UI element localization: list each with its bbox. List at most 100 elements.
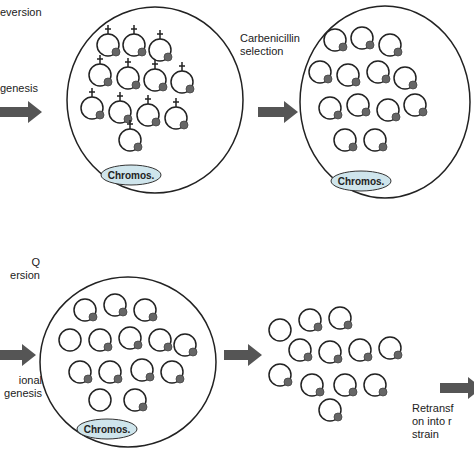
plasmid-marker: [152, 118, 160, 126]
plasmid-marker: [379, 388, 387, 396]
plasmid-ring: [329, 307, 351, 329]
plasmid-marker: [409, 81, 417, 89]
plasmid: [171, 62, 194, 93]
plasmid-ring: [149, 39, 171, 61]
plasmid-ring: [124, 389, 146, 411]
cell-outline: [300, 6, 470, 198]
plasmid-ring: [144, 69, 166, 91]
plasmid: [337, 64, 360, 86]
plasmid: [89, 55, 112, 86]
plasmid-ring: [269, 319, 291, 341]
plasmid-marker: [146, 373, 154, 381]
plasmid-ring: [404, 94, 426, 116]
plasmid: [379, 337, 402, 359]
mutation-tick: [131, 28, 137, 30]
process-arrow: [440, 377, 474, 399]
plasmid-ring: [364, 374, 386, 396]
plasmid: [161, 361, 184, 383]
mutation-tick: [117, 95, 123, 97]
plasmid: [134, 299, 157, 321]
chromosome-label: Chromos.: [108, 170, 155, 181]
cell-outline: [67, 7, 243, 193]
mutation-tick: [127, 123, 133, 125]
chromosome-shape: [331, 171, 391, 191]
plasmid-marker: [159, 83, 167, 91]
plasmid-marker: [349, 143, 357, 151]
plasmid: [364, 374, 387, 396]
plasmid: [119, 120, 142, 151]
mutation-tick: [125, 61, 131, 63]
plasmid-ring: [394, 67, 416, 89]
plasmid-marker: [132, 81, 140, 89]
plasmid-marker: [89, 313, 97, 321]
plasmid-marker: [134, 143, 142, 151]
plasmid: [377, 99, 400, 121]
plasmid-ring: [367, 61, 389, 83]
plasmid-marker: [349, 388, 357, 396]
step-label: Q ersion: [0, 256, 40, 282]
plasmid-ring: [364, 129, 386, 151]
plasmid: [329, 307, 352, 329]
plasmid: [124, 389, 147, 411]
plasmid: [59, 329, 81, 351]
plasmid: [119, 327, 142, 349]
plasmid-marker: [134, 341, 142, 349]
plasmid-ring: [324, 29, 346, 51]
plasmid-ring: [134, 299, 156, 321]
mutation-tick: [179, 65, 185, 67]
plasmid-marker: [104, 343, 112, 351]
plasmid-marker: [314, 323, 322, 331]
plasmid-ring: [104, 294, 126, 316]
plasmid: [334, 374, 357, 396]
plasmid-ring: [347, 94, 369, 116]
plasmid: [69, 361, 92, 383]
plasmid-ring: [99, 361, 121, 383]
plasmid-ring: [161, 361, 183, 383]
plasmid-marker: [419, 108, 427, 116]
plasmid-ring: [319, 341, 341, 363]
plasmid-marker: [164, 53, 172, 61]
plasmid: [81, 88, 104, 119]
chromosome-shape: [77, 419, 137, 439]
process-arrows: [0, 101, 474, 399]
plasmid: [174, 334, 197, 356]
plasmid: [394, 67, 417, 89]
plasmid: [347, 94, 370, 116]
plasmid: [131, 359, 154, 381]
plasmid-ring: [334, 129, 356, 151]
mutation-tick: [152, 63, 158, 65]
plasmid: [289, 339, 312, 361]
plasmid-ring: [289, 339, 311, 361]
plasmid-marker: [366, 41, 374, 49]
plasmid-marker: [392, 113, 400, 121]
plasmid-marker: [394, 48, 402, 56]
plasmid: [165, 98, 188, 129]
plasmid-ring: [171, 71, 193, 93]
plasmid-ring: [379, 337, 401, 359]
plasmid-marker: [96, 111, 104, 119]
plasmid: [99, 361, 122, 383]
plasmid-marker: [379, 143, 387, 151]
plasmid-ring: [89, 329, 111, 351]
plasmid: [269, 319, 291, 341]
step-label: Retransf on into r strain: [412, 402, 466, 441]
plasmid-marker: [176, 375, 184, 383]
plasmid: [144, 60, 167, 91]
plasmid-ring: [137, 104, 159, 126]
step-label: eversion: [0, 6, 60, 19]
plasmid-marker: [394, 351, 402, 359]
plasmid: [367, 61, 390, 83]
plasmid-ring: [149, 329, 171, 351]
plasmid: [319, 341, 342, 363]
plasmid-ring: [377, 99, 399, 121]
plasmid-marker: [119, 308, 127, 316]
mutation-tick: [105, 28, 111, 30]
plasmid: [351, 27, 374, 49]
plasmid-marker: [124, 115, 132, 123]
plasmid-marker: [304, 353, 312, 361]
plasmid-marker: [149, 313, 157, 321]
plasmid-marker: [138, 48, 146, 56]
plasmid-ring: [334, 374, 356, 396]
plasmid-marker: [114, 375, 122, 383]
